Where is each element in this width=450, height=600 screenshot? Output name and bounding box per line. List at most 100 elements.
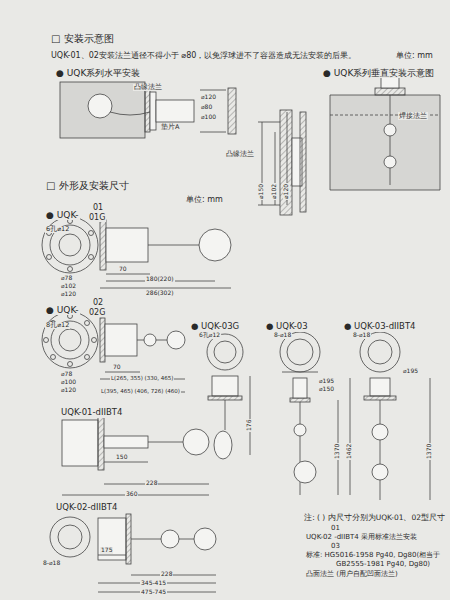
- drawing-stroke: [208, 396, 242, 400]
- drawing-stroke: [106, 274, 150, 275]
- dimension-label: 228: [160, 571, 173, 578]
- drawing-stroke: [126, 514, 131, 564]
- drawing-stroke: [200, 132, 226, 133]
- drawing-stroke: [42, 217, 98, 273]
- drawing-stroke: [380, 400, 381, 500]
- dimension-label: 03: [330, 542, 341, 550]
- drawing-stroke: [51, 355, 56, 360]
- dimension-label: ● UQK系列水平安装: [55, 68, 141, 78]
- drawing-stroke: [375, 88, 405, 95]
- dimension-label: 8孔⌀12: [45, 322, 70, 329]
- drawing-stroke: [88, 94, 112, 118]
- drawing-stroke: [98, 518, 126, 560]
- dimension-label: ● UQK-: [45, 210, 80, 220]
- dimension-label: 单位: mm: [185, 195, 224, 204]
- dimension-label: UQK-01-dIIBT4: [60, 408, 123, 418]
- dimension-label: L(395, 465) (406, 726) (460): [100, 388, 181, 394]
- dimension-label: 70: [118, 266, 128, 273]
- drawing-stroke: [106, 228, 148, 262]
- dimension-label: 8-⌀18: [42, 560, 61, 567]
- dimension-label: ● UQK-: [45, 305, 80, 315]
- dimension-label: 6孔⌀12: [45, 226, 70, 233]
- dimension-label: UQK-02-dIIBT4: [55, 503, 118, 513]
- drawing-stroke: [370, 378, 390, 396]
- dimension-label: 凸面法兰 (用户自配凹面法兰): [305, 570, 399, 578]
- drawing-stroke: [44, 338, 49, 343]
- dimension-label: 176: [246, 419, 253, 432]
- drawing-stroke: [105, 324, 137, 356]
- drawing-stroke: [161, 530, 179, 548]
- dimension-label: ● UQK-03-dIIBT4: [343, 322, 417, 332]
- drawing-stroke: [183, 429, 209, 455]
- drawing-stroke: [104, 436, 148, 448]
- drawing-stroke: [148, 245, 199, 246]
- dimension-label: UQK-02 -dIIBT4 采用标准法兰安装: [305, 533, 418, 541]
- dimension-label: 1462: [346, 443, 353, 460]
- dimension-label: ⌀120: [60, 291, 77, 298]
- dimension-label: 8-⌀18: [273, 332, 292, 339]
- drawing-stroke: [430, 378, 431, 500]
- dimension-label: ⌀100: [60, 379, 77, 386]
- dimension-label: ⌀150: [318, 386, 335, 393]
- drawing-stroke: [330, 95, 440, 190]
- dimension-label: 70: [112, 364, 122, 371]
- drawing-stroke: [131, 575, 216, 576]
- dimension-label: 1370: [334, 443, 341, 460]
- dimension-label: 垫片A: [160, 124, 180, 131]
- drawing-stroke: [225, 400, 226, 430]
- drawing-stroke: [282, 372, 318, 373]
- dimension-label: 8-⌀18: [352, 332, 371, 339]
- dimension-label: UQK-01、02安装法兰通径不得小于 ⌀80，以免浮球进不了容器造成无法安装的…: [50, 51, 357, 60]
- drawing-stroke: [258, 205, 280, 206]
- drawing-stroke: [59, 329, 81, 351]
- dimension-label: 注: ( ) 内尺寸分别为UQK-01、02型尺寸: [303, 514, 446, 523]
- dimension-label: ⌀100: [200, 114, 217, 121]
- drawing-stroke: [390, 95, 391, 185]
- dimension-label: 175: [100, 547, 113, 554]
- drawing-stroke: [372, 464, 388, 480]
- dimension-label: ⌀80: [200, 104, 213, 111]
- drawing-stroke: [58, 525, 82, 549]
- drawing-stroke: [42, 312, 98, 368]
- drawing-stroke: [85, 321, 90, 326]
- dimension-label: 150: [115, 454, 128, 461]
- drawing-stroke: [98, 555, 126, 556]
- dimension-label: 1370: [426, 443, 433, 460]
- dimension-label: 345-415: [140, 580, 167, 587]
- dimension-label: L(265, 355) (330, 465): [110, 375, 174, 381]
- dimension-label: ⌀102: [271, 183, 278, 200]
- dimension-label: 180(220): [145, 276, 175, 283]
- drawing-stroke: [228, 88, 236, 134]
- drawing-stroke: [364, 396, 396, 400]
- drawing-stroke: [368, 340, 392, 364]
- drawing-stroke: [167, 331, 185, 349]
- drawing-stroke: [372, 424, 388, 440]
- dimension-label: 01G: [88, 213, 106, 222]
- dimension-label: 凸缘法兰: [225, 150, 255, 158]
- drawing-stroke: [100, 288, 231, 289]
- drawing-stroke: [300, 112, 306, 212]
- drawing-stroke: [98, 416, 104, 470]
- dimension-label: 标准: HG5016-1958 Pg40, Dg80(相当于: [305, 551, 441, 559]
- drawing-stroke: [68, 362, 73, 367]
- drawing-stroke: [144, 334, 156, 346]
- dimension-label: ⌀120: [60, 387, 77, 394]
- drawing-stroke: [258, 122, 280, 123]
- dimension-label: ⌀120: [283, 183, 290, 200]
- dimension-label: ● UQK-03G: [190, 322, 240, 332]
- drawing-stroke: [105, 372, 140, 373]
- drawing-stroke: [214, 431, 232, 459]
- drawing-stroke: [287, 339, 313, 365]
- drawing-stroke: [290, 398, 310, 402]
- dimension-label: GB2555-1981 Pg40, Dg80): [335, 560, 431, 568]
- drawing-stroke: [212, 376, 238, 396]
- dimension-label: ⌀195: [318, 378, 335, 385]
- drawing-stroke: [280, 110, 292, 215]
- drawing-stroke: [104, 462, 148, 463]
- dimension-label: 6孔⌀12: [198, 332, 221, 339]
- drawing-stroke: [148, 442, 183, 443]
- drawing-stroke: [89, 255, 94, 260]
- dimension-label: 02: [92, 298, 104, 307]
- dimension-label: 286(302): [145, 290, 175, 297]
